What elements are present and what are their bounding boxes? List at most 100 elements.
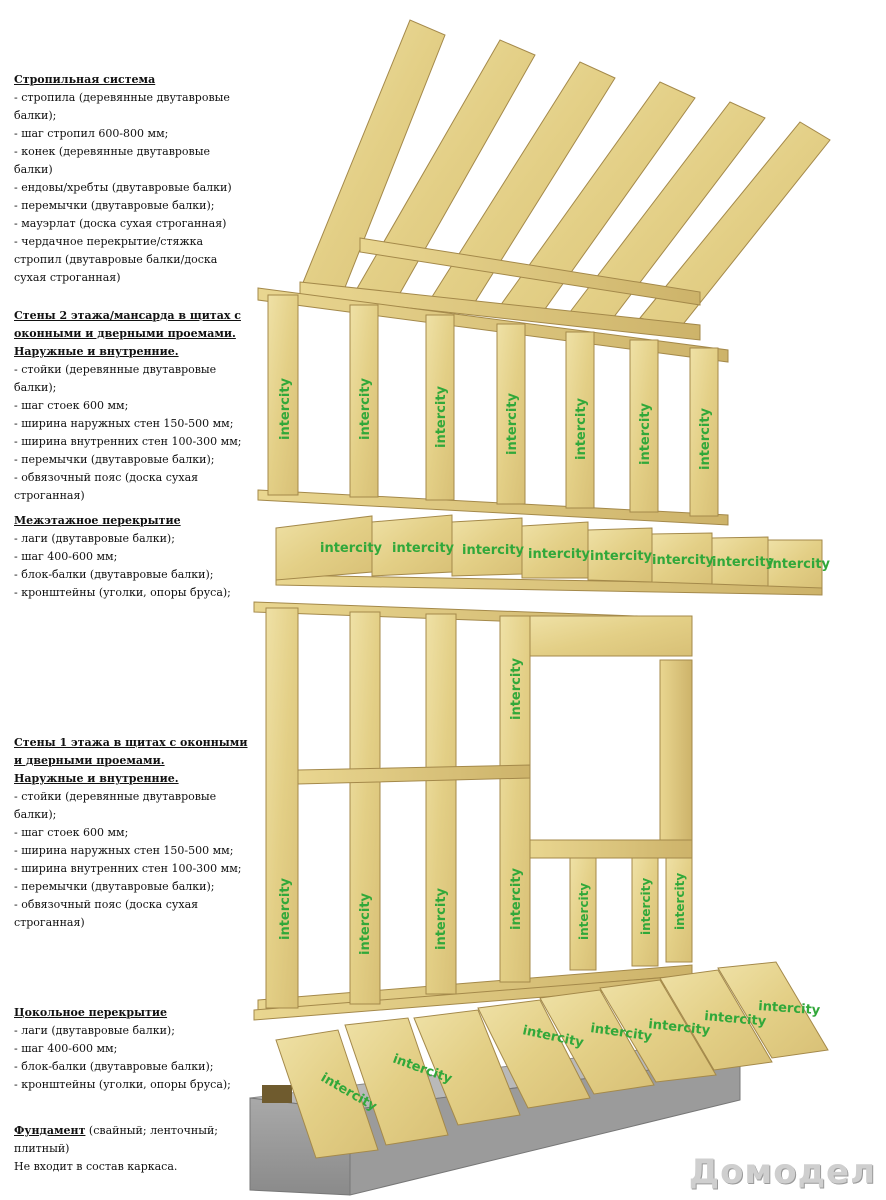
brand-label: intercity [698,407,713,470]
brand-label: intercity [673,873,687,930]
brand-label: intercity [638,402,653,465]
roof-line-3: - конек (деревянные двутавровые балки) [14,145,211,176]
walls2-line-4: - ширина внутренних стен 100-300 мм; [14,435,242,448]
brand-label: intercity [574,397,589,460]
roof-line-5: - перемычки (двутавровые балки); [14,199,215,212]
walls1-line-5: - перемычки (двутавровые балки); [14,880,215,893]
stud-2-5 [565,331,595,509]
second-floor-wall: intercity intercity intercity intercity … [257,287,729,526]
walls1-line-3: - ширина наружных стен 150-500 мм; [14,844,234,857]
floor-line-3: - блок-балки (двутавровые балки); [14,568,214,581]
brand-label: intercity [505,392,520,455]
floor-line-1: - лаги (двутавровые балки); [14,532,175,545]
walls1-line-1: - стойки (деревянные двутавровые балки); [14,790,217,821]
walls2-line-6: - обвязочный пояс (доска сухая строганна… [14,471,199,502]
foundation-note: Не входит в состав каркаса. [14,1160,178,1173]
base-line-3: - блок-балки (двутавровые балки); [14,1060,214,1073]
walls1-line-4: - ширина внутренних стен 100-300 мм; [14,862,242,875]
brand-label: intercity [768,557,831,572]
brand-label: intercity [434,887,449,950]
base-title: Цокольное перекрытие [14,1006,168,1019]
ridge-tie [359,237,701,306]
base-line-4: - кронштейны (уголки, опоры бруса); [14,1078,231,1091]
brand-label: intercity [434,385,449,448]
brand-label: intercity [652,553,715,568]
window-jamb-right [659,659,693,847]
rafter-system [299,19,831,341]
first-floor-wall: intercity intercity intercity intercity … [253,601,697,1021]
brand-label: intercity [462,543,525,558]
stud-2-2 [349,304,379,498]
sill-block [262,1085,292,1103]
stud-2-7 [689,347,719,517]
cripple-stud-1 [569,857,597,971]
walls2-line-5: - перемычки (двутавровые балки); [14,453,215,466]
window-sill [529,839,693,859]
brand-label: intercity [358,377,373,440]
cripple-stud-2 [631,857,659,967]
walls2-line-2: - шаг стоек 600 мм; [14,399,129,412]
roof-line-4: - ендовы/хребты (двутавровые балки) [14,181,232,194]
base-joist-7 [659,969,773,1071]
walls1-title: Стены 1 этажа в щитах с оконными и дверн… [14,736,248,767]
walls2-line-3: - ширина наружных стен 150-500 мм; [14,417,234,430]
watermark-logo: Домодел [688,1152,876,1192]
base-joist-8 [717,961,829,1059]
brand-label: intercity [528,547,591,562]
walls1-subtitle: Наружные и внутренние. [14,772,179,785]
cripple-stud-3 [665,857,693,963]
stud-1-2 [349,611,381,1005]
foundation-title: Фундамент [14,1124,86,1137]
interfloor-joists: intercity intercity intercity intercity … [275,514,831,596]
walls2-title: Стены 2 этажа/мансарда в щитах с оконным… [14,309,241,340]
brand-label: intercity [392,541,455,556]
base-line-2: - шаг 400-600 мм; [14,1042,118,1055]
walls2-line-1: - стойки (деревянные двутавровые балки); [14,363,217,394]
brand-label: intercity [278,877,293,940]
stud-1-1 [265,607,299,1009]
brand-label: intercity [278,377,293,440]
brand-label: intercity [590,549,653,564]
base-section: Цокольное перекрытие - лаги (двутавровые… [14,1004,249,1094]
roof-line-6: - мауэрлат (доска сухая строганная) [14,217,227,230]
walls1-line-2: - шаг стоек 600 мм; [14,826,129,839]
foundation-types: (свайный; ленточный; плитный) [14,1124,219,1155]
roof-title: Стропильная система [14,73,156,86]
stud-2-3 [425,314,455,501]
brand-label: intercity [648,1017,712,1038]
base-joist-6 [599,979,717,1083]
brand-label: intercity [758,999,821,1018]
stud-1-4 [499,615,531,983]
brand-label: intercity [509,867,524,930]
stud-2-1 [267,294,299,496]
mauerlat [299,281,701,341]
brand-label: intercity [577,883,591,940]
floor-section: Межэтажное перекрытие - лаги (двутавровы… [14,512,249,602]
roof-section: Стропильная система - стропила (деревянн… [14,71,249,287]
roof-line-2: - шаг стропил 600-800 мм; [14,127,169,140]
base-joist-2 [344,1017,449,1146]
stud-2-6 [629,339,659,513]
stud-1-3 [425,613,457,995]
floor-line-4: - кронштейны (уголки, опоры бруса); [14,586,231,599]
brand-label: intercity [639,878,653,935]
brand-label: intercity [320,541,383,556]
walls2-subtitle: Наружные и внутренние. [14,345,179,358]
noggin-row [297,764,531,785]
walls1-line-6: - обвязочный пояс (доска сухая строганна… [14,898,199,929]
walls1-section: Стены 1 этажа в щитах с оконными и дверн… [14,734,249,932]
base-joist-5 [539,989,655,1095]
base-joist-1 [275,1029,379,1159]
header-1 [529,615,693,657]
roof-line-1: - стропила (деревянные двутавровые балки… [14,91,230,122]
foundation-section: Фундамент (свайный; ленточный; плитный) … [14,1122,219,1176]
floor-line-2: - шаг 400-600 мм; [14,550,118,563]
brand-label: intercity [509,657,524,720]
floor-title: Межэтажное перекрытие [14,514,181,527]
roof-line-7: - чердачное перекрытие/стяжка стропил (д… [14,235,218,284]
joist-8 [767,539,823,589]
walls2-section: Стены 2 этажа/мансарда в щитах с оконным… [14,307,249,505]
brand-label: intercity [358,892,373,955]
brand-label: intercity [704,1009,768,1029]
